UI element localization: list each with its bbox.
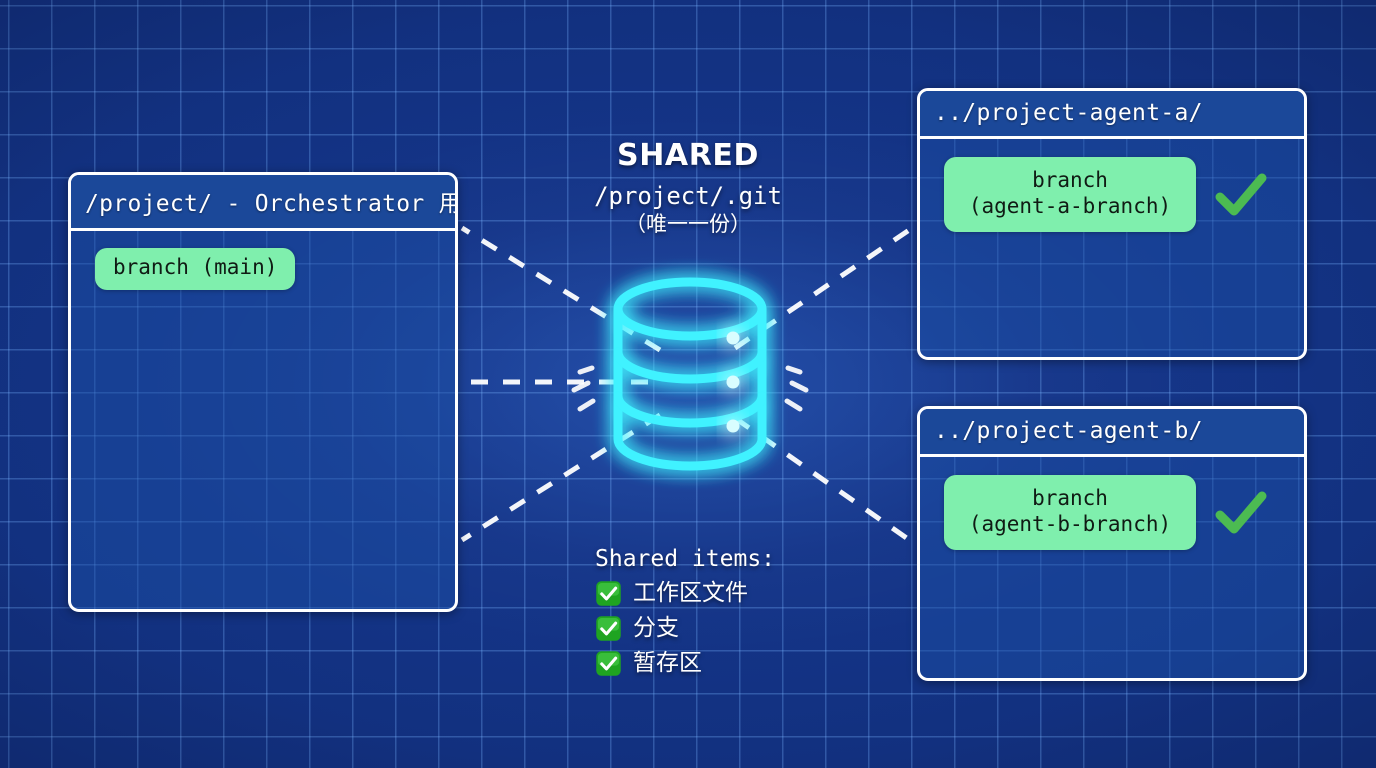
connector-orchestrator-bottom (460, 412, 662, 543)
agent-b-branch-pill: branch (agent-b-branch) (944, 475, 1196, 551)
shared-git-path: /project/.git (594, 182, 782, 210)
panel-agent-a[interactable]: ../project-agent-a/ branch (agent-a-bran… (917, 88, 1307, 360)
panel-agent-a-header: ../project-agent-a/ (920, 91, 1304, 139)
shared-item-label: 分支 (633, 615, 679, 641)
white-check-mark-emoji (596, 651, 621, 676)
panel-agent-a-body: branch (agent-a-branch) (920, 139, 1304, 246)
panel-agent-b-body: branch (agent-b-branch) (920, 457, 1304, 564)
list-item: 工作区文件 (595, 580, 775, 607)
green-check-icon (1215, 173, 1267, 216)
green-check-icon (1215, 491, 1267, 534)
shared-store-labels: SHARED /project/.git （唯一一份） (556, 141, 820, 239)
panel-agent-b[interactable]: ../project-agent-b/ branch (agent-b-bran… (917, 406, 1307, 681)
panel-agent-b-header: ../project-agent-b/ (920, 409, 1304, 457)
panel-orchestrator[interactable]: /project/ - Orchestrator 用 branch (main) (68, 172, 458, 612)
list-item: 分支 (595, 615, 775, 642)
shared-item-label: 暂存区 (633, 650, 702, 676)
shared-title: SHARED (616, 138, 760, 173)
white-check-mark-emoji (596, 616, 621, 641)
list-item: 暂存区 (595, 650, 775, 677)
agent-a-branch-pill: branch (agent-a-branch) (944, 157, 1196, 233)
panel-orchestrator-body: branch (main) (71, 231, 455, 306)
white-check-mark-emoji (596, 581, 621, 606)
connector-orchestrator-top (460, 225, 662, 353)
shared-item-label: 工作区文件 (633, 580, 748, 606)
shared-items-title: Shared items: (595, 546, 776, 572)
database-cylinder-icon (571, 268, 809, 480)
panel-orchestrator-header: /project/ - Orchestrator 用 (71, 175, 455, 231)
orchestrator-branch-pill: branch (main) (95, 248, 296, 290)
shared-items-list: Shared items: 工作区文件 分支 暂存区 (595, 546, 775, 685)
shared-note: （唯一一份） (625, 212, 751, 237)
